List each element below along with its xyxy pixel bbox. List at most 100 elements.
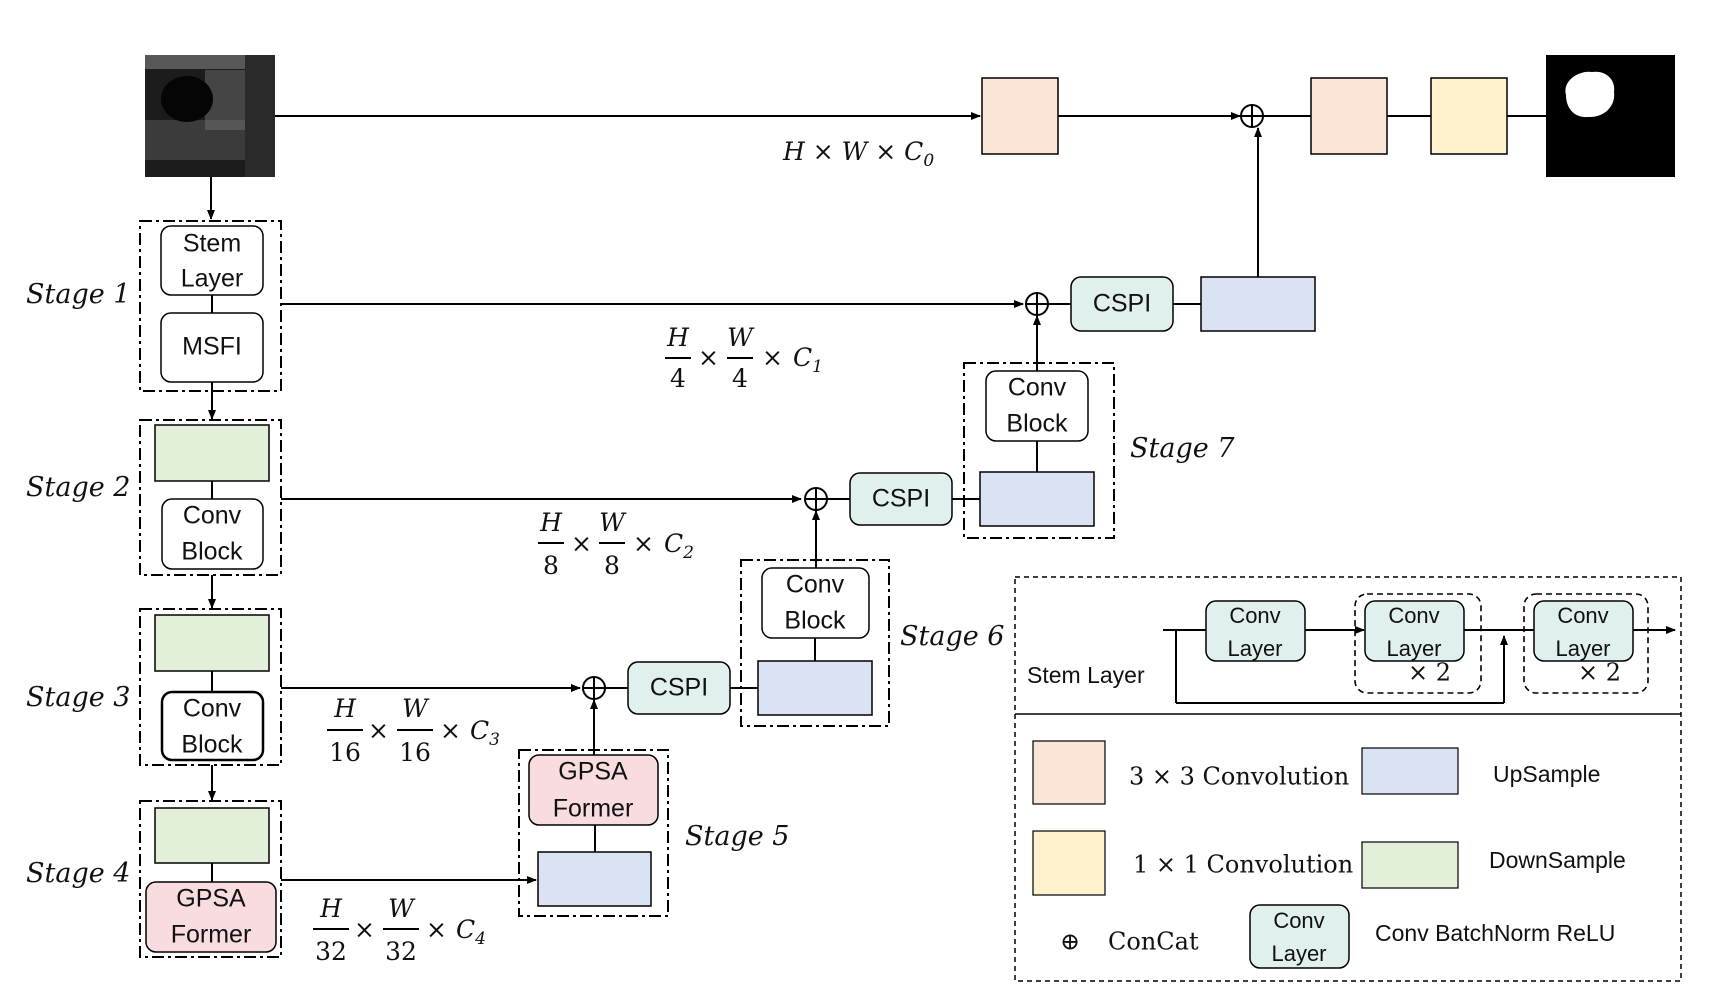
stage5-label: Stage 5 — [685, 821, 789, 852]
stage7-container — [963, 362, 1115, 539]
svg-text:×: × — [426, 915, 447, 944]
svg-text:Conv: Conv — [1273, 908, 1324, 933]
svg-text:×: × — [571, 529, 592, 558]
svg-text:H: H — [539, 508, 563, 537]
svg-text:Conv: Conv — [1557, 603, 1608, 628]
concat-symbol-stage2 — [804, 487, 828, 511]
concat-symbol-top — [1240, 104, 1264, 128]
stage6-upsample-box — [757, 660, 873, 716]
stage3-conv-label: Conv — [183, 695, 242, 723]
final-upsample-box — [1200, 276, 1316, 332]
input-ultrasound-image — [145, 55, 275, 177]
svg-text:×: × — [368, 716, 389, 745]
stage7-block-label: Block — [1006, 410, 1068, 438]
legend-label-cbr: Conv BatchNorm ReLU — [1375, 920, 1615, 946]
stage1-label: Stage 1 — [26, 279, 130, 310]
svg-text:16: 16 — [329, 738, 361, 767]
legend-stem-repeat-group-2 — [1523, 593, 1649, 694]
stage7-upsample-box — [979, 471, 1095, 527]
svg-text:16: 16 — [399, 738, 431, 767]
legend-label-conv1x1: 1 × 1 Convolution — [1133, 851, 1353, 879]
svg-text:32: 32 — [385, 937, 417, 966]
stage6-conv-label: Conv — [786, 571, 845, 599]
legend-label-downsample: DownSample — [1489, 847, 1626, 873]
legend-stem-repeat-group-1 — [1354, 593, 1482, 694]
svg-text:C4: C4 — [456, 915, 486, 949]
svg-text:H: H — [319, 894, 343, 923]
stage2-block-label: Block — [181, 538, 243, 566]
svg-text:×: × — [354, 915, 375, 944]
stage3-block-label: Block — [181, 731, 243, 759]
svg-text:Layer: Layer — [1271, 941, 1326, 966]
svg-text:W: W — [727, 323, 755, 352]
legend-panel: Stem Layer Conv Layer Conv Layer × 2 Con… — [1014, 576, 1682, 982]
decoder-conv3x3-box-2 — [1310, 77, 1388, 155]
cspi-label-stage7: CSPI — [1093, 290, 1151, 318]
legend-swatch-conv-layer — [1249, 904, 1350, 969]
svg-text:Conv: Conv — [1388, 603, 1439, 628]
svg-text:×: × — [633, 529, 654, 558]
legend-stem-layer-title: Stem Layer — [1027, 662, 1145, 688]
decoder-conv3x3-box-1 — [981, 77, 1059, 155]
svg-text:Layer: Layer — [1555, 636, 1610, 661]
svg-text:4: 4 — [732, 364, 748, 393]
stem-layer-label-2: Layer — [181, 265, 244, 293]
dim-label-c3: H 16 × W 16 × C3 — [327, 694, 500, 767]
legend-label-upsample: UpSample — [1493, 761, 1600, 787]
concat-symbol-stage1 — [1025, 292, 1049, 316]
legend-label-conv3x3: 3 × 3 Convolution — [1129, 763, 1349, 791]
svg-text:Layer: Layer — [1386, 636, 1441, 661]
svg-text:32: 32 — [315, 937, 347, 966]
svg-text:C1: C1 — [793, 343, 823, 377]
stage2-downsample-box — [154, 424, 270, 482]
stage7-conv-label: Conv — [1008, 374, 1067, 402]
legend-swatch-conv3x3 — [1032, 740, 1106, 805]
legend-swatch-upsample — [1361, 747, 1459, 795]
svg-text:×: × — [440, 716, 461, 745]
stem-layer-label-1: Stem — [183, 230, 241, 258]
msfi-label: MSFI — [182, 333, 242, 361]
stage4-label: Stage 4 — [26, 858, 130, 889]
stage7-label: Stage 7 — [1130, 433, 1235, 464]
svg-text:×: × — [698, 343, 719, 372]
svg-text:8: 8 — [604, 551, 620, 580]
svg-text:H: H — [333, 694, 357, 723]
stage1-container — [139, 220, 282, 392]
stage2-label: Stage 2 — [26, 472, 130, 503]
stage3-conv-block — [160, 690, 265, 762]
dim-label-c0: H × W × C0 — [782, 137, 934, 171]
stage4-downsample-box — [154, 807, 270, 864]
cspi-label-stage5: CSPI — [650, 674, 708, 702]
svg-text:× 2: × 2 — [1578, 659, 1621, 687]
stage2-conv-label: Conv — [183, 502, 242, 530]
dim-label-c1: H 4 × W 4 × C1 — [665, 323, 823, 393]
concat-symbol-stage3 — [582, 676, 606, 700]
stage2-container — [139, 419, 282, 576]
legend-swatch-conv1x1 — [1032, 830, 1106, 896]
legend-swatch-downsample — [1361, 841, 1459, 889]
svg-text:×: × — [762, 343, 783, 372]
cspi-label-stage6: CSPI — [872, 485, 930, 513]
svg-text:C3: C3 — [470, 716, 500, 750]
stage4-gpsa-former-block — [145, 881, 277, 953]
stage6-label: Stage 6 — [900, 621, 1004, 652]
stage5-former-label: Former — [553, 795, 634, 823]
stage5-gpsa-label: GPSA — [558, 758, 628, 786]
svg-text:8: 8 — [543, 551, 559, 580]
svg-text:Layer: Layer — [1227, 636, 1282, 661]
stage3-label: Stage 3 — [26, 682, 130, 713]
output-segmentation-mask — [1546, 55, 1675, 177]
stage5-upsample-box — [537, 851, 652, 907]
stage4-gpsa-label: GPSA — [176, 885, 246, 913]
legend-label-concat: ConCat — [1108, 928, 1199, 956]
stage6-block-label: Block — [784, 607, 846, 635]
stage4-former-label: Former — [171, 921, 252, 949]
svg-text:W: W — [388, 894, 416, 923]
svg-text:× 2: × 2 — [1408, 659, 1451, 687]
decoder-conv1x1-box — [1430, 77, 1508, 155]
svg-text:Conv: Conv — [1229, 603, 1280, 628]
dim-label-c2: H 8 × W 8 × C2 — [538, 508, 694, 580]
stage2-conv-block — [161, 498, 264, 570]
svg-text:4: 4 — [670, 364, 686, 393]
